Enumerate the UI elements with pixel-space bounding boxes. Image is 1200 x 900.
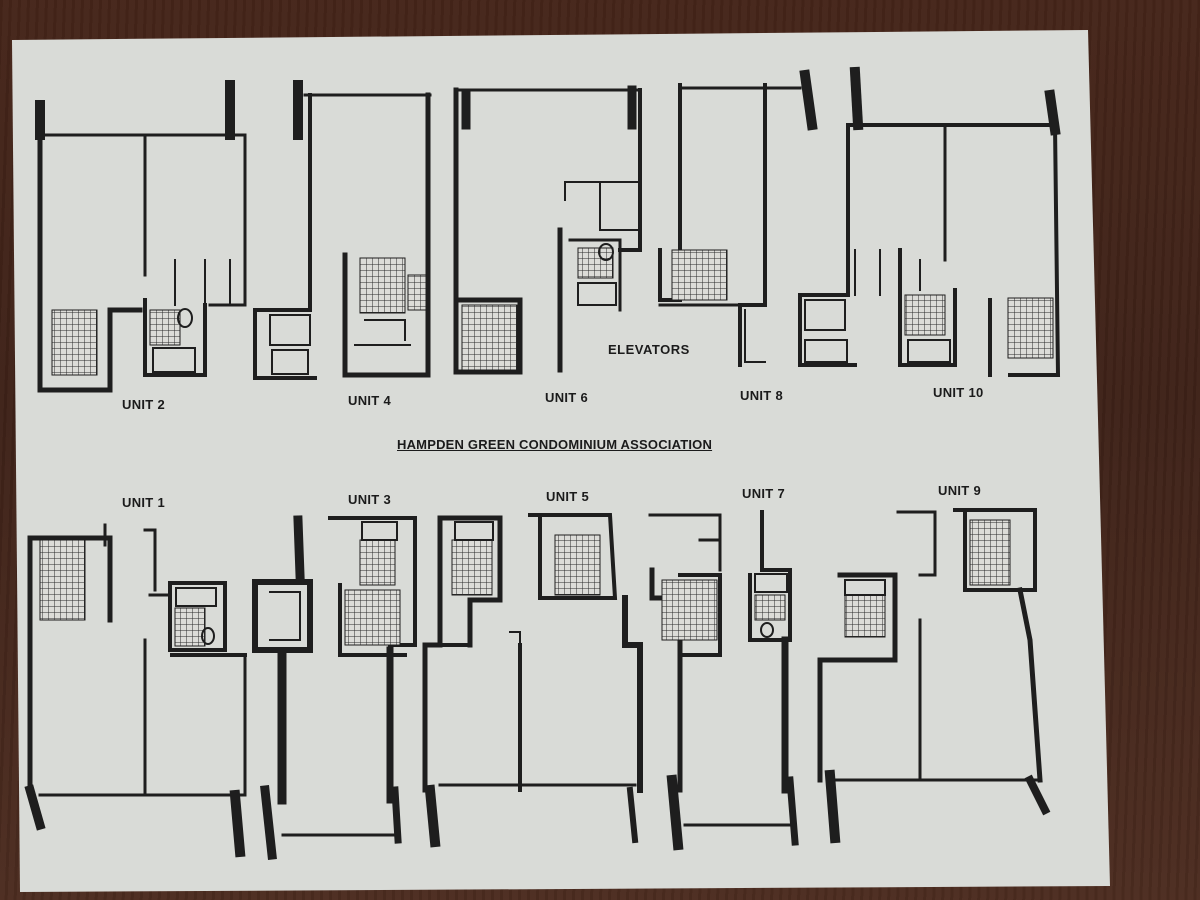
unit-label: UNIT 5 — [546, 489, 589, 504]
unit-label: UNIT 9 — [938, 483, 981, 498]
unit-label: UNIT 1 — [122, 495, 165, 510]
unit-1-floorplan — [24, 523, 247, 858]
unit-2-floorplan — [35, 80, 247, 393]
unit-3-floorplan — [252, 515, 417, 860]
unit-label: UNIT 4 — [348, 393, 391, 408]
document-title: HAMPDEN GREEN CONDOMINIUM ASSOCIATION — [397, 437, 713, 452]
unit-6-floorplan — [453, 85, 642, 375]
unit-8-floorplan — [658, 69, 818, 367]
unit-label: UNIT 3 — [348, 492, 391, 507]
unit-10-floorplan — [798, 66, 1061, 377]
unit-4-floorplan — [253, 80, 432, 380]
elevators-label: ELEVATORS — [608, 342, 690, 357]
unit-label: UNIT 2 — [122, 397, 165, 412]
unit-label: UNIT 10 — [933, 385, 984, 400]
unit-label: UNIT 8 — [740, 388, 783, 403]
unit-5-floorplan — [422, 513, 643, 848]
unit-9-floorplan — [817, 508, 1051, 844]
unit-label: UNIT 6 — [545, 390, 588, 405]
unit-7-floorplan — [648, 510, 799, 851]
unit-label: UNIT 7 — [742, 486, 785, 501]
